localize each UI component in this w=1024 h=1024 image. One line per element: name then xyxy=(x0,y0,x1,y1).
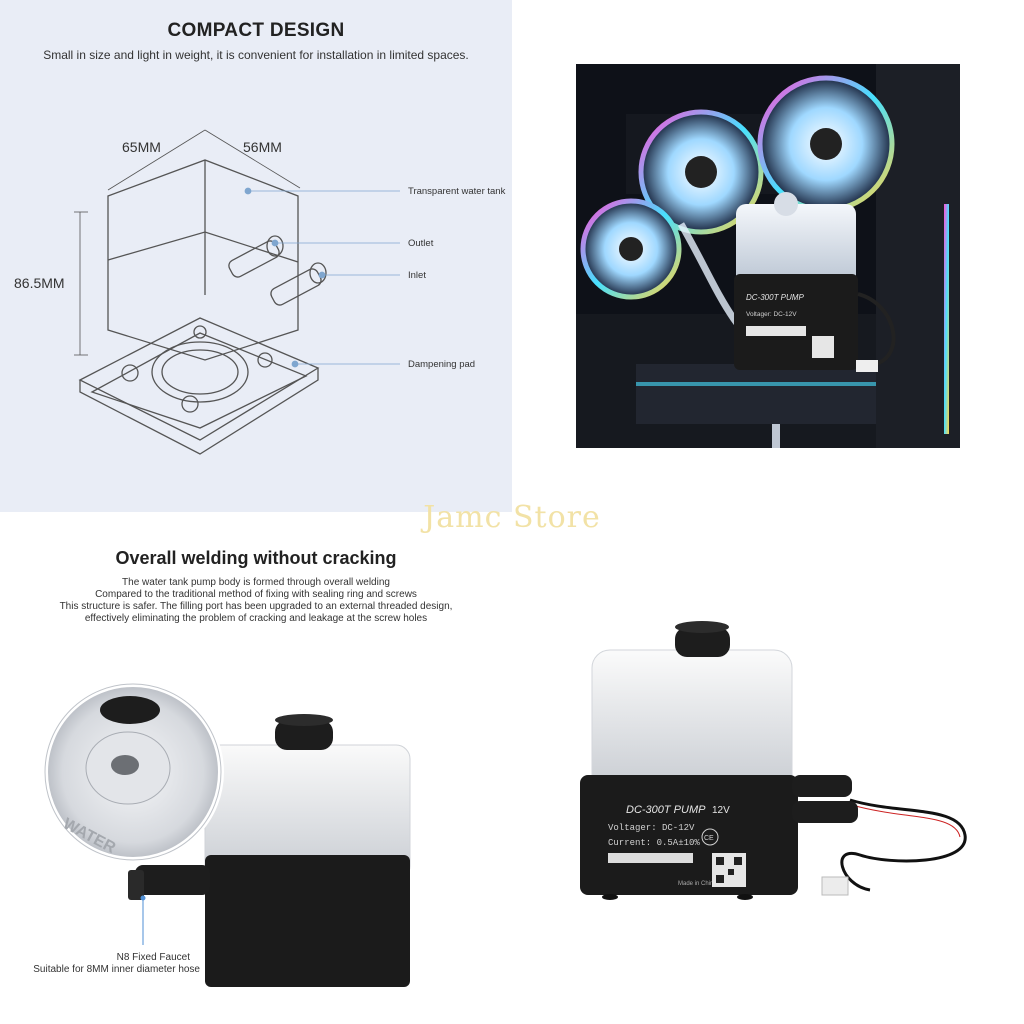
dimension-width: 65MM xyxy=(122,139,161,155)
callout-transparent-tank: Transparent water tank xyxy=(408,186,506,197)
pump-model-label: DC-300T PUMP xyxy=(626,804,706,816)
case-pump-voltage: Voltager: DC-12V xyxy=(746,311,797,318)
welding-text-line: Compared to the traditional method of fi… xyxy=(95,589,417,600)
compact-design-subtitle: Small in size and light in weight, it is… xyxy=(43,48,469,62)
pump-rating-label: 12V xyxy=(712,805,730,816)
welding-title: Overall welding without cracking xyxy=(115,548,397,568)
dimension-depth: 56MM xyxy=(243,139,282,155)
made-in-label: Made in China xyxy=(678,881,717,887)
callout-inlet: Inlet xyxy=(408,270,426,281)
welding-text-line: This structure is safer. The filling por… xyxy=(59,601,453,612)
dimension-height: 86.5MM xyxy=(14,275,65,291)
faucet-caption-title: N8 Fixed Faucet xyxy=(116,952,190,963)
pump-side-photo: WATER xyxy=(42,681,411,987)
compact-design-title: COMPACT DESIGN xyxy=(167,20,345,41)
callout-outlet: Outlet xyxy=(408,238,434,249)
ce-mark: CE xyxy=(704,835,714,842)
pump-current-label: Current: 0.5A±10% xyxy=(608,838,700,848)
faucet-caption-detail: Suitable for 8MM inner diameter hose xyxy=(33,964,200,975)
welding-text-line: effectively eliminating the problem of c… xyxy=(84,613,428,624)
store-watermark: Jamc Store xyxy=(423,500,601,535)
pump-line-drawing xyxy=(74,129,400,455)
pc-case-photo: DC-300T PUMP Voltager: DC-12V xyxy=(576,64,960,448)
case-pump-model: DC-300T PUMP xyxy=(746,293,804,302)
pump-voltage-label: Voltager: DC-12V xyxy=(608,823,695,833)
pump-product-photo: DC-300T PUMP 12V Voltager: DC-12V Curren… xyxy=(580,621,967,900)
welding-text-line: The water tank pump body is formed throu… xyxy=(122,577,390,588)
pc-case-illustration: DC-300T PUMP Voltager: DC-12V xyxy=(576,64,960,448)
compact-design-panel xyxy=(0,0,512,512)
callout-dampening-pad: Dampening pad xyxy=(408,359,476,370)
